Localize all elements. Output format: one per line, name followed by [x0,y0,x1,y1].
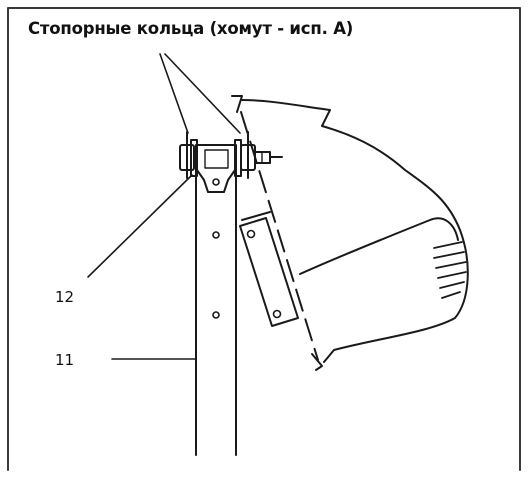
axis-end-top [231,95,243,113]
callout-label-11: 11 [55,351,75,369]
post-hole [212,311,220,319]
post-hole [212,231,220,239]
frame-border [7,7,521,471]
callout-label-12: 12 [55,288,75,306]
vent-fins [433,241,467,299]
callout-leader-12 [87,174,193,278]
bracket-plate [239,211,299,327]
device-housing [241,99,469,363]
axis-end-bottom [311,353,323,371]
vertical-post [195,144,237,456]
dashed-mounting-line [240,111,319,361]
title-leader-lines [159,53,241,134]
diagram-title: Стопорные кольца (хомут - исп. А) [28,19,354,38]
